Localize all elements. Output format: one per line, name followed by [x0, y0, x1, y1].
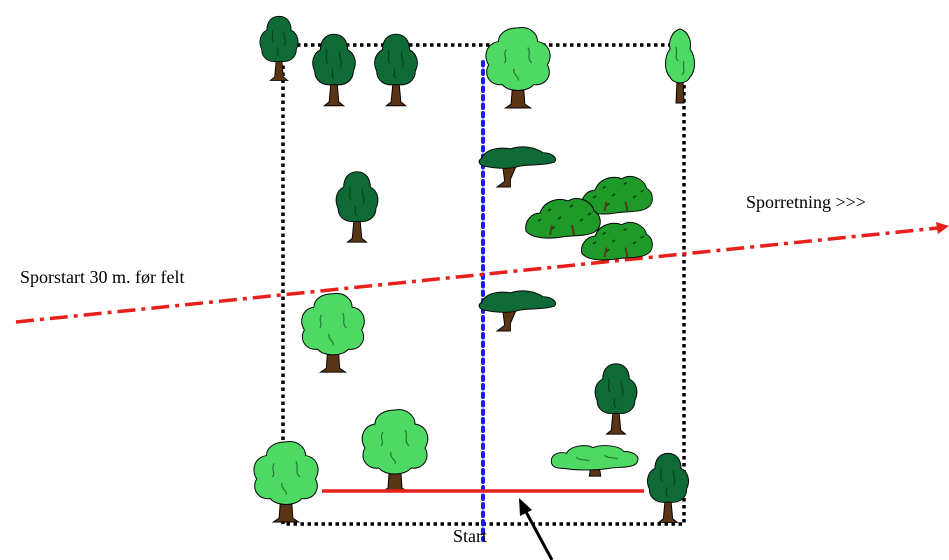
tree-icon: [335, 171, 379, 243]
tree-icon: [664, 28, 696, 104]
tree-icon: [361, 409, 429, 493]
acacia-icon: [478, 290, 557, 332]
tree-icon: [259, 15, 299, 81]
shrub-icon: [550, 445, 639, 477]
trees: [259, 15, 696, 493]
start-label: Start: [453, 526, 487, 546]
track-arrowhead: [936, 222, 949, 234]
tree-icon: [485, 26, 551, 109]
tree-icon: [594, 363, 638, 435]
tree-icon: [301, 292, 365, 373]
track-start-label: Sporstart 30 m. før felt: [20, 267, 185, 287]
tree-icon: [253, 440, 319, 523]
pointer-arrow: [523, 509, 554, 560]
bush-icon: [524, 197, 602, 240]
acacia-icon: [478, 146, 557, 188]
pointer-arrowhead: [519, 498, 532, 516]
track-line: [15, 226, 939, 324]
direction-label: Sporretning >>>: [746, 192, 866, 212]
